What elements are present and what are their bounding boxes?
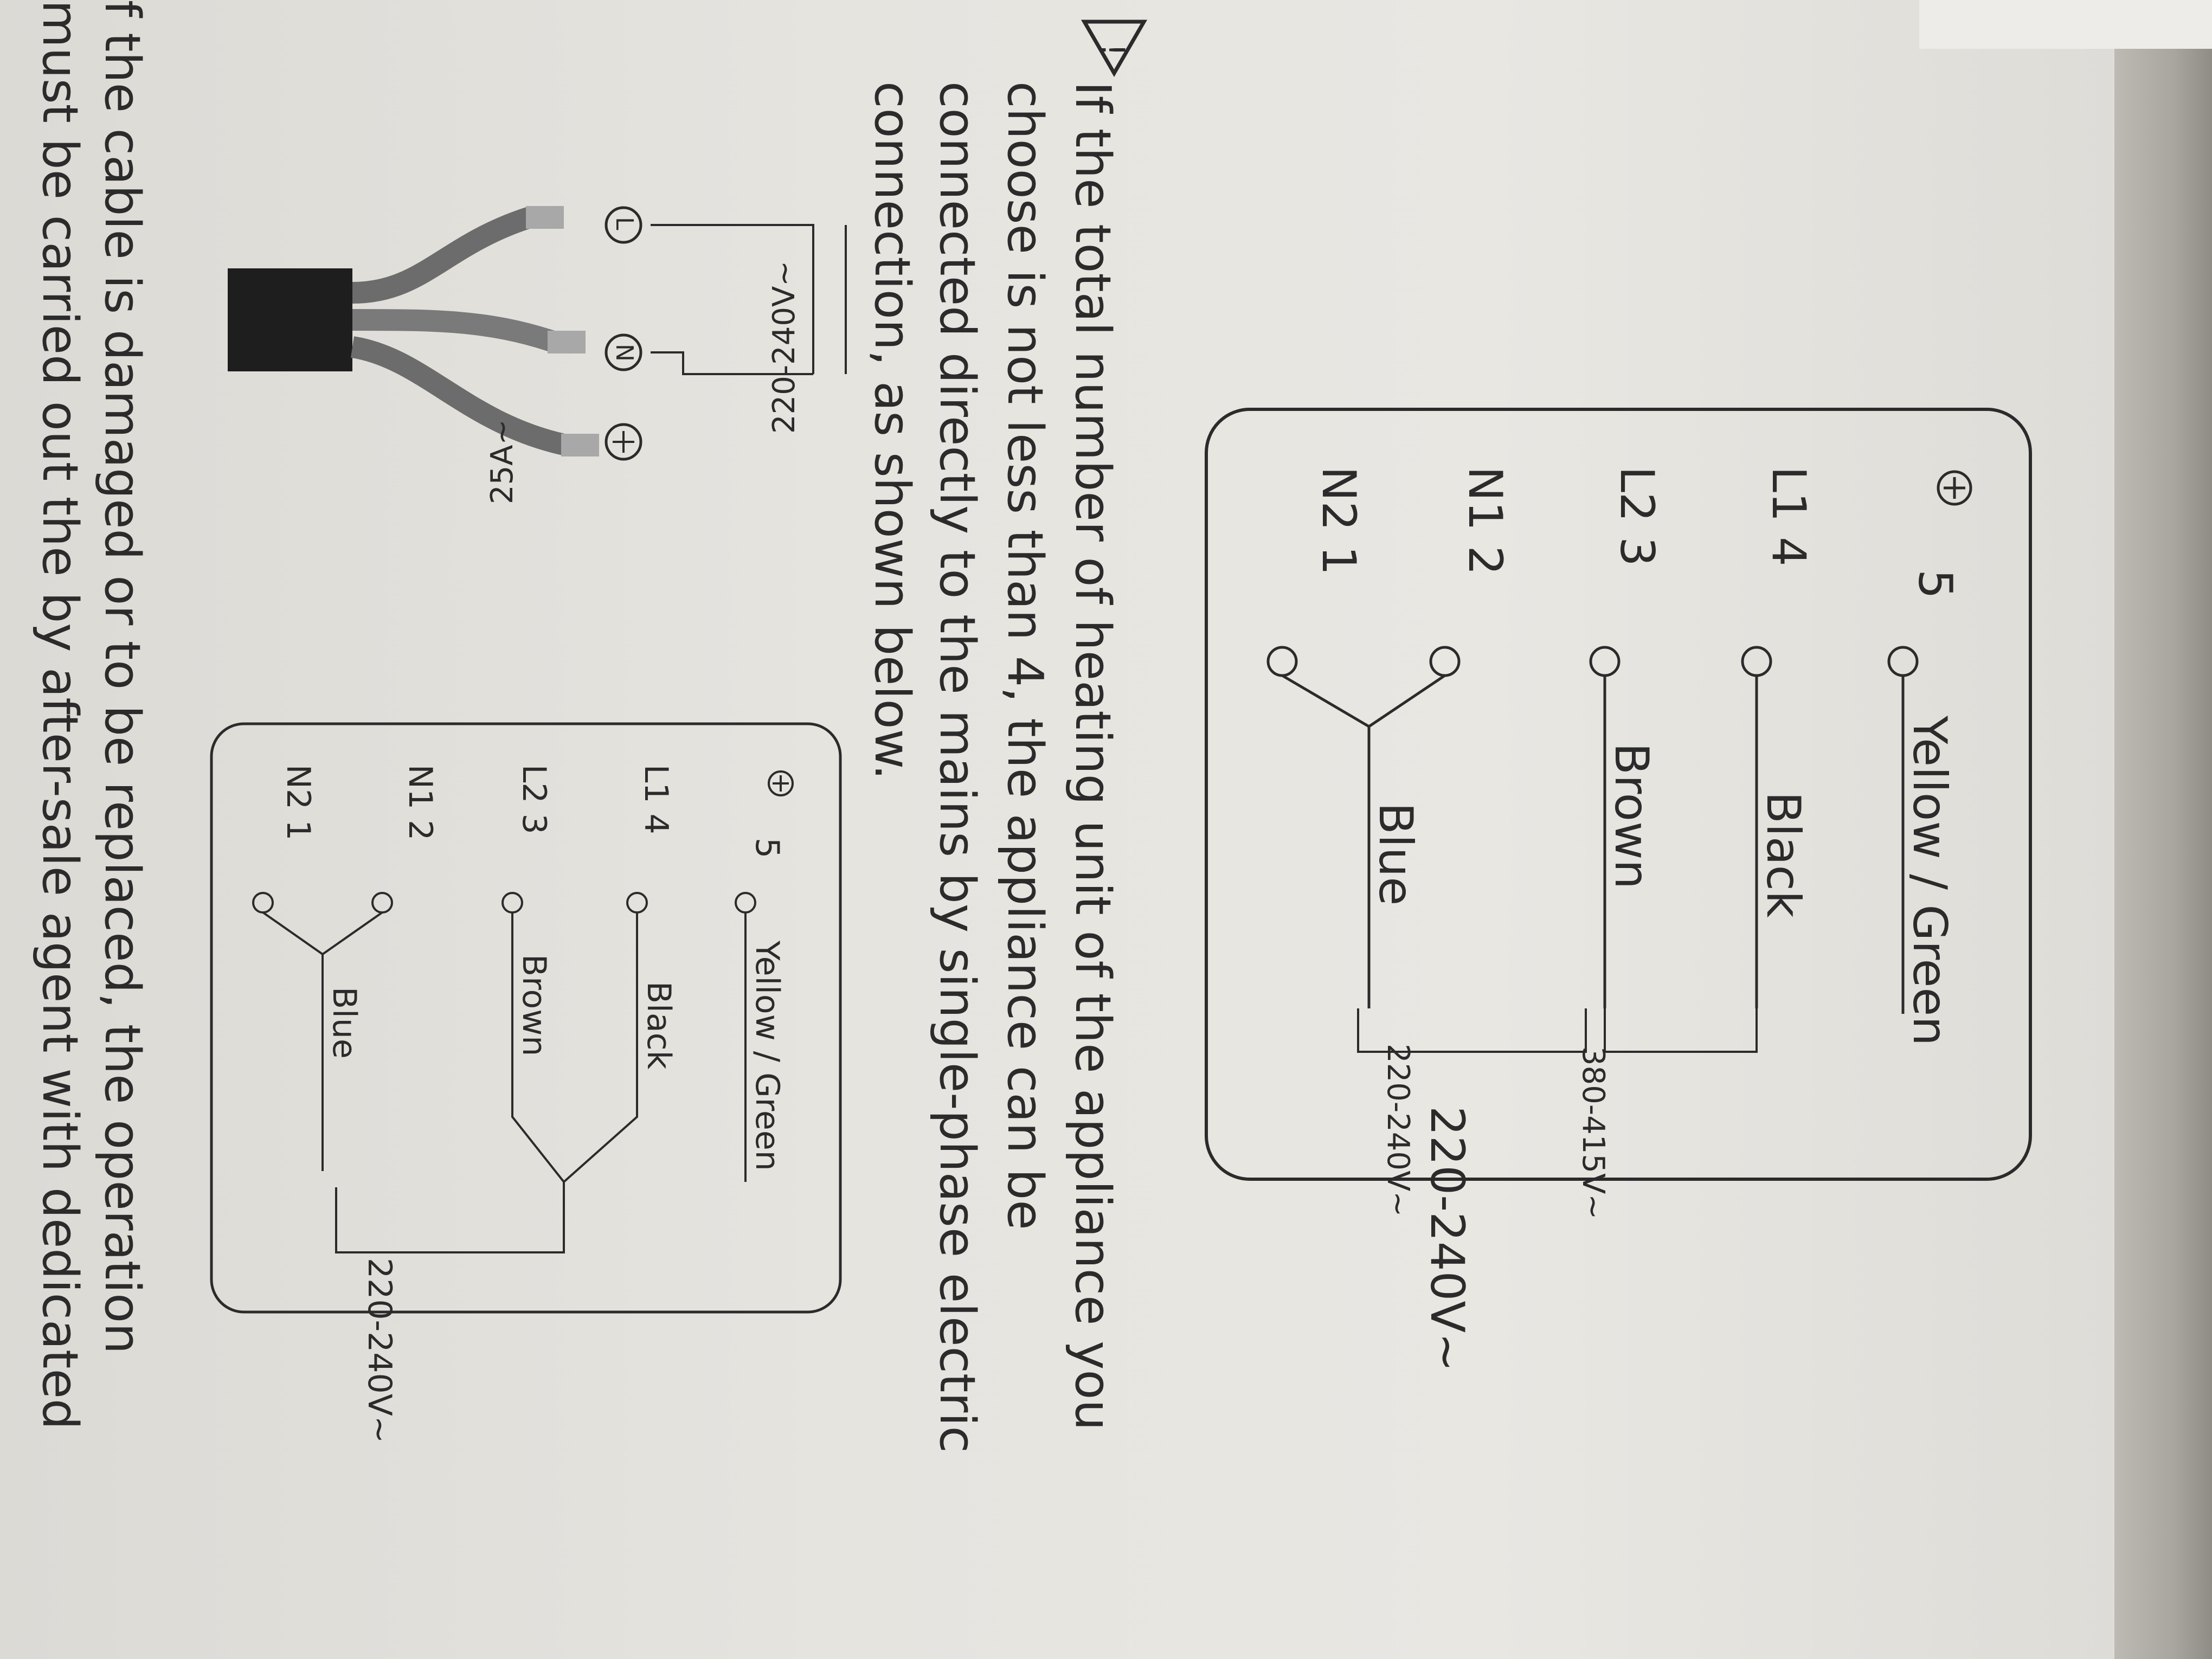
terminal-5-screw xyxy=(1887,646,1919,677)
warning-line-4: connection, as shown below. xyxy=(864,81,921,780)
small-terminal-l1-label: L1 4 xyxy=(637,764,675,834)
small-voltage-label-total: 220-240V~ xyxy=(361,1258,398,1443)
footer-text: f the cable is damaged or to be replaced… xyxy=(31,0,151,1430)
cable-sheath xyxy=(228,268,352,371)
terminal-panel-large: 5 L1 4 L2 3 N1 2 N2 1 Yellow / Green Bla… xyxy=(1205,408,2032,1372)
cable-terminal-l xyxy=(605,206,642,244)
voltage-label-left: 220-240V~ xyxy=(1380,1044,1416,1217)
small-wire-label-brown: Brown xyxy=(515,954,553,1056)
small-wire-label-black: Black xyxy=(640,981,678,1070)
cable-wire-earth xyxy=(350,336,567,455)
wire-label-brown: Brown xyxy=(1604,743,1658,889)
wire-label-black: Black xyxy=(1756,792,1810,918)
terminal-l1-label: L1 4 xyxy=(1761,466,1816,567)
warning-line-2: choose is not less than 4, the appliance… xyxy=(996,81,1053,1230)
small-terminal-n2-label: N2 1 xyxy=(279,764,317,840)
terminal-1-screw xyxy=(1266,646,1298,677)
small-wire-label-blue: Blue xyxy=(325,987,363,1059)
footer-line-2: must be carried out the by after-sale ag… xyxy=(31,0,88,1430)
terminal-2-screw xyxy=(1429,646,1461,677)
terminal-3-screw xyxy=(1589,646,1621,677)
terminal-l2-label: L2 3 xyxy=(1610,466,1664,567)
warning-text: If the total number of heating unit of t… xyxy=(864,81,1121,1453)
cable-wire-l xyxy=(352,206,535,304)
next-page-corner xyxy=(1919,0,2212,49)
wire-label-blue: Blue xyxy=(1368,802,1423,905)
cable-voltage-label: 220-240V~ xyxy=(767,261,802,434)
cable-terminal-n-label: N xyxy=(610,344,638,362)
cable-terminal-earth xyxy=(605,423,642,461)
wire-label-yellow-green: Yellow / Green xyxy=(1902,715,1957,1046)
small-terminal-l2-label: L2 3 xyxy=(515,764,553,834)
small-terminal-5-label: 5 xyxy=(748,838,786,858)
terminal-n1-label: N1 2 xyxy=(1458,466,1512,575)
cable-wire-n xyxy=(352,309,557,352)
cable-current-label: 25A~ xyxy=(485,420,520,505)
small-terminal-n1-label: N1 2 xyxy=(401,764,439,840)
terminal-4-screw xyxy=(1741,646,1772,677)
warning-icon: ! xyxy=(1081,20,1148,77)
svg-text:!: ! xyxy=(1094,43,1131,56)
footer-line-1: f the cable is damaged or to be replaced… xyxy=(94,0,151,1354)
terminal-n2-label: N2 1 xyxy=(1311,466,1366,575)
warning-line-3: connected directly to the mains by singl… xyxy=(929,81,986,1453)
cable-terminal-n xyxy=(605,333,642,371)
terminal-5-label: 5 xyxy=(1908,569,1962,599)
earth-symbol-small-icon xyxy=(768,770,794,796)
voltage-label-total: 220-240V~ xyxy=(1420,1106,1474,1372)
cable-terminal-l-label: L xyxy=(610,217,638,230)
earth-symbol-icon xyxy=(1937,470,1972,506)
mains-cable: L N 220-240V~ 25A~ xyxy=(228,206,847,505)
page-edge-shadow xyxy=(2114,0,2212,1659)
terminal-panel-small: 5 L1 4 L2 3 N1 2 N2 1 Yellow / Green Bla… xyxy=(210,722,842,1443)
warning-line-1: If the total number of heating unit of t… xyxy=(1064,81,1121,1431)
voltage-label-right: 380-415V~ xyxy=(1576,1046,1611,1219)
manual-page xyxy=(0,0,2125,1659)
small-wire-label-yellow-green: Yellow / Green xyxy=(748,940,786,1171)
